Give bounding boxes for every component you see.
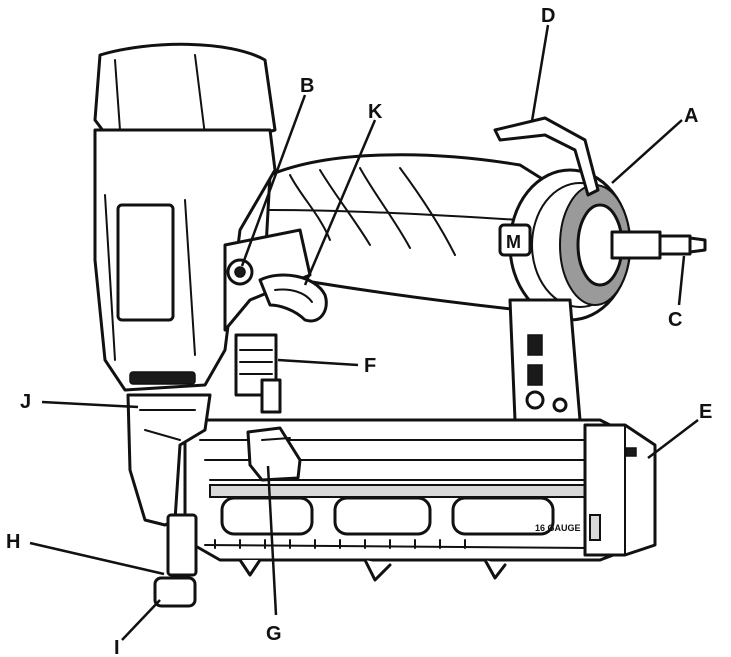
leader-j <box>41 400 139 409</box>
callout-g: G <box>266 623 282 645</box>
callout-c: C <box>668 309 682 331</box>
leader-f <box>277 358 359 367</box>
callout-k: K <box>368 101 383 123</box>
leader-c <box>677 255 686 306</box>
magazine-window-3 <box>451 496 555 536</box>
leader-g <box>266 465 278 616</box>
callout-leaders <box>29 24 699 641</box>
trigger <box>258 273 328 323</box>
leader-e <box>647 419 699 459</box>
leader-k <box>303 119 377 286</box>
air-fitting <box>610 230 707 260</box>
belt-hook <box>493 116 600 197</box>
callout-a: A <box>684 105 698 127</box>
leader-i <box>121 599 161 641</box>
rear-support <box>508 298 582 422</box>
magazine-window-2 <box>333 496 432 536</box>
callout-b: B <box>300 75 314 97</box>
callout-f: F <box>364 355 376 377</box>
leader-h <box>29 541 165 576</box>
rear-cap: M <box>498 168 632 322</box>
callout-i: I <box>114 637 120 657</box>
no-mar-tip <box>166 513 198 577</box>
gauge-marking: 16 GAUGE <box>535 523 581 533</box>
logo-badge <box>498 223 532 257</box>
leader-a <box>611 119 683 184</box>
callout-h: H <box>6 531 20 553</box>
callout-labels: A B C D E F G H I J K <box>6 5 712 657</box>
nose-guide <box>126 393 212 608</box>
logo-marking: M <box>506 232 521 252</box>
callout-j: J <box>20 391 31 413</box>
nose-housing <box>93 128 277 392</box>
magazine: 16 GAUGE <box>183 418 657 582</box>
drive-column <box>234 333 282 414</box>
contact-tip <box>153 576 197 608</box>
leader-b <box>240 94 307 267</box>
magazine-pusher <box>246 426 302 482</box>
leader-d <box>530 24 550 122</box>
callout-e: E <box>699 401 712 423</box>
callout-d: D <box>541 5 555 27</box>
magazine-window-1 <box>220 496 314 536</box>
